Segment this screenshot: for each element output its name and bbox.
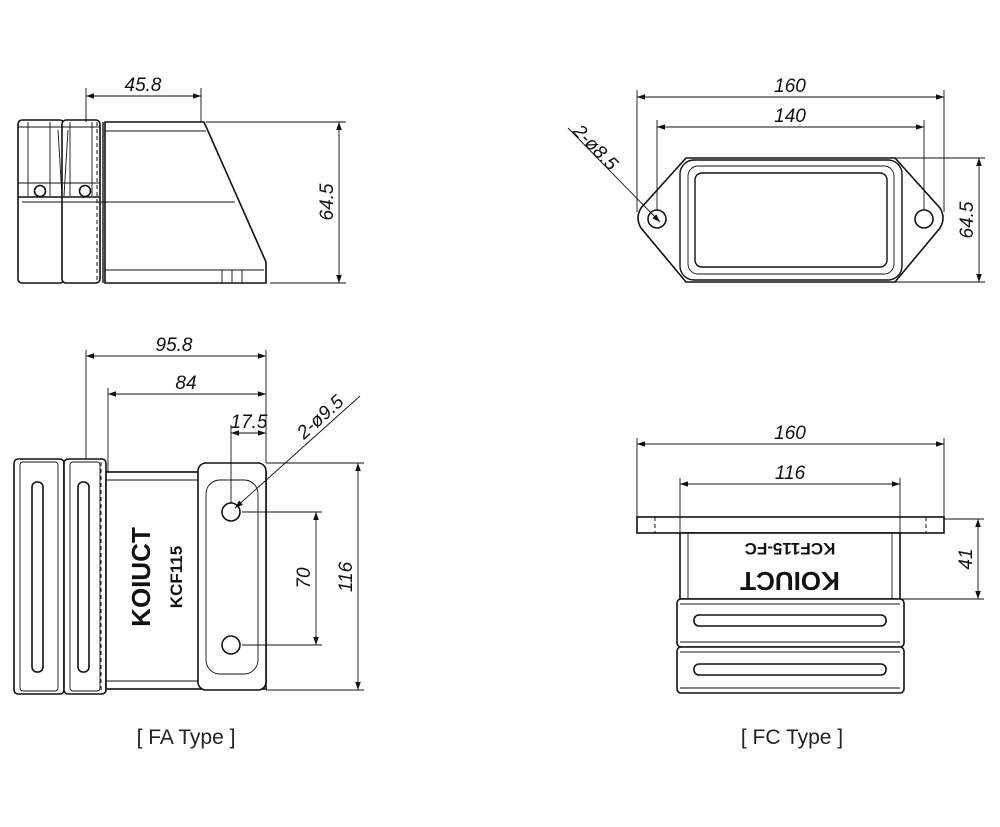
fa-brand-logo: KOIUCT	[126, 527, 156, 627]
fc-front-flange	[636, 516, 945, 534]
fa-side-bolt-2	[78, 184, 92, 198]
fc-front-slot-2	[693, 663, 887, 676]
fa-model-label: KCF115	[167, 546, 186, 608]
dim-160-bottom: 160	[774, 423, 806, 444]
fa-side-bolt-1	[33, 184, 47, 198]
dim-95-8: 95.8	[156, 335, 193, 356]
dim-160-top: 160	[774, 76, 806, 97]
fc-type-caption: [ FC Type ]	[741, 726, 843, 749]
fc-front-view: KOIUCT KCF115-FC 160 116 41	[636, 423, 984, 694]
fc-model-label: KCF115-FC	[745, 539, 836, 558]
dim-64-5-side: 64.5	[317, 183, 338, 220]
fa-front-view: KOIUCT KCF115 95.8 84 17.5 2-ø9.5 70 116	[13, 335, 364, 695]
dim-17-5: 17.5	[231, 412, 268, 433]
fc-flange-hole-right	[914, 209, 934, 229]
dim-45-8: 45.8	[125, 75, 162, 96]
fa-front-slot-1	[31, 481, 44, 673]
fa-front-hole-bottom	[221, 635, 241, 655]
fa-side-housing	[104, 121, 267, 284]
dim-64-5-fc: 64.5	[957, 201, 978, 238]
dim-41: 41	[956, 548, 977, 569]
dim-116-fa: 116	[336, 561, 357, 592]
fa-side-view: 45.8 64.5	[17, 75, 346, 284]
fa-front-slot-2	[77, 481, 90, 673]
dim-140: 140	[774, 106, 806, 127]
dim-2-8-5: 2-ø8.5	[568, 120, 622, 175]
fc-flange-view: 160 140 2-ø8.5 64.5	[567, 76, 985, 283]
fa-type-caption: [ FA Type ]	[137, 726, 236, 749]
dim-2-9-5: 2-ø9.5	[293, 391, 349, 444]
fa-side-body-left	[17, 119, 65, 284]
fc-brand-logo: KOIUCT	[740, 566, 840, 596]
dim-116-fc: 116	[775, 463, 806, 484]
leader-2-8-5	[567, 127, 661, 223]
fc-flange-plate	[637, 157, 944, 283]
leader-2-9-5	[234, 395, 361, 509]
fa-side-body-right	[61, 119, 101, 284]
dim-84: 84	[175, 373, 196, 394]
fc-front-housing	[679, 532, 901, 600]
fa-front-flange	[197, 462, 267, 691]
dim-70: 70	[294, 567, 315, 589]
fc-front-slot-1	[693, 614, 887, 627]
